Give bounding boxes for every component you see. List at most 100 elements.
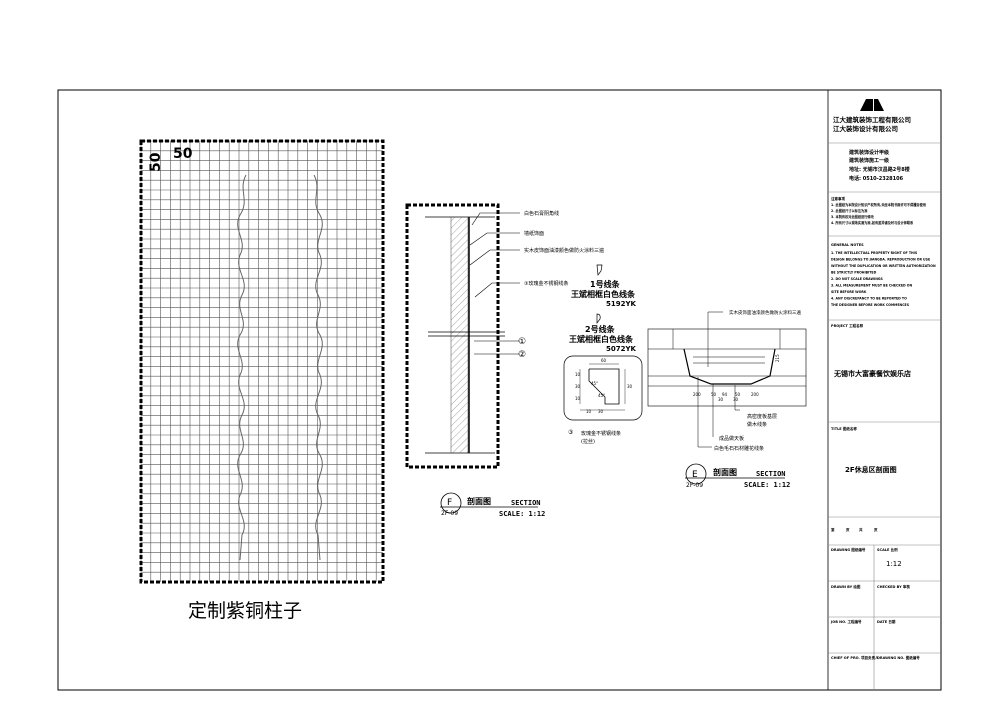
- callout-label: 成品做天板: [719, 435, 744, 442]
- note-line: 3. 本院有权对此图纸进行修改: [831, 214, 875, 219]
- scale-value: 1:12: [886, 560, 902, 568]
- dim-label: 30: [575, 384, 581, 389]
- note-line: 4. 所有尺寸以现场实测为准,如有差异请及时与设计师联系: [831, 220, 914, 225]
- column-profile-right: [313, 174, 323, 561]
- tag-letter: E: [692, 470, 698, 480]
- tag-section: SECTION: [756, 470, 786, 478]
- tag-scale: SCALE: 1:12: [744, 481, 790, 489]
- note-line: THE DESIGNER BEFORE WORK COMMENCES: [831, 303, 910, 307]
- note-line: 1. THE INTELLECTUAL PROPERTY RIGHT OF TH…: [831, 251, 918, 255]
- company-name-1: 江大建筑装饰工程有限公司: [833, 115, 911, 124]
- tag-section: SECTION: [511, 499, 541, 507]
- tag-title: 剖面图: [467, 496, 491, 506]
- column-elevation: 50 50 定制紫铜柱子: [139, 139, 385, 622]
- project-name: 无锡市大富豪餐饮娱乐店: [833, 369, 911, 378]
- note-line: BE STRICTLY PROHIBITED: [831, 271, 877, 275]
- tag-letter: F: [447, 498, 452, 508]
- detail-label: 玫瑰金不锈钢线条: [581, 430, 621, 437]
- page-label: 页: [874, 527, 878, 532]
- molding-2-title: 2号线条: [585, 324, 616, 334]
- dim-label: 30: [598, 409, 604, 414]
- dim-label: 215: [775, 354, 780, 362]
- note-line: WITHOUT THE DUPLICATION OR WRITTEN AUTHO…: [831, 264, 936, 268]
- callout-label: 做木线条: [747, 421, 767, 428]
- grid-dim-vertical: 50: [148, 152, 164, 172]
- dim-label: 30: [718, 397, 724, 402]
- company-name-2: 江大装饰设计有限公司: [833, 124, 898, 133]
- marker-1: ①: [518, 337, 526, 347]
- date-label: DATE 日期: [877, 619, 896, 624]
- callout-label: 白色毛石石材雕花线条: [714, 445, 764, 452]
- callout-label: 墙纸饰面: [524, 230, 544, 237]
- dim-label: 45°: [591, 381, 598, 386]
- note-line: 1. 此图纸为本院设计知识产权所有,未经本院书面许可不得擅自使用: [831, 202, 926, 207]
- qualification-1: 建筑装饰设计甲级: [848, 149, 889, 156]
- chief-label: CHIEF OF PRO. 项目负责人: [831, 655, 879, 660]
- note-line: DESIGN BELONGS TO JIANGDA. REPRODUCTION …: [831, 258, 930, 262]
- notes-cn-title: 注意事项: [831, 196, 845, 201]
- dim-label: 30: [627, 384, 633, 389]
- molding-2-desc: 王斌相框白色线条: [569, 334, 634, 344]
- note-line: SITE BEFORE WORK: [831, 290, 867, 294]
- title-label: TITLE 图纸名称: [831, 426, 857, 431]
- column-caption: 定制紫铜柱子: [188, 600, 302, 622]
- qualification-2: 建筑装饰施工一级: [848, 157, 889, 164]
- molding-2-profile-icon: [596, 313, 601, 325]
- dim-label: 94: [722, 392, 728, 397]
- note-line: 3. ALL MEASUREMENT MUST BE CHECKED ON: [831, 284, 913, 288]
- note-line: 2. DO NOT SCALE DRAWINGS: [831, 277, 883, 281]
- callout-label: 实木皮饰面油漆颜色做防火涂料三遍: [729, 309, 801, 316]
- scale-label: SCALE 比例: [877, 547, 898, 552]
- address: 地址: 无锡市汉昌路2号8楼: [849, 166, 910, 173]
- dim-label: 30: [733, 397, 739, 402]
- tag-title: 剖面图: [713, 467, 737, 477]
- company-logo-icon: [860, 99, 884, 111]
- grid-dim-horizontal: 50: [173, 146, 193, 162]
- section-f: 白色石膏阴角线 墙纸饰面 实木皮饰面油漆颜色做防火涂料三遍 ③玫瑰金不锈钢线条 …: [405, 203, 643, 518]
- detail-number: ③: [568, 429, 573, 436]
- page-label: 第: [831, 527, 835, 532]
- tag-scale: SCALE: 1:12: [499, 510, 545, 518]
- grid-border: [139, 139, 385, 584]
- molding-1-title: 1号线条: [590, 279, 621, 289]
- tag-sheet: 2F-09: [686, 482, 703, 489]
- title-block: 江大建筑装饰工程有限公司 江大装饰设计有限公司 建筑装饰设计甲级 建筑装饰施工一…: [827, 89, 942, 691]
- section-e: 实木皮饰面油漆颜色做防火涂料三遍 高密度板基层 做木线条 成品做天板 白色毛石石…: [647, 309, 807, 489]
- callout-label: 实木皮饰面油漆颜色做防火涂料三遍: [524, 247, 604, 254]
- molding-1-profile-icon: [596, 264, 603, 276]
- dim-label: 10: [575, 372, 581, 377]
- notes-en-title: GENERAL NOTES: [831, 243, 864, 247]
- detail-3: 60 10 30 10 10 30 30 45° 45° ③ 玫瑰金不锈钢线条 …: [563, 355, 643, 445]
- note-line: 4. ANY DISCREPANCY TO BE REPORTED TO: [831, 297, 907, 301]
- project-label: PROJECT 工程名称: [831, 323, 864, 328]
- callout-label: 高密度板基层: [747, 413, 777, 420]
- section-tag-f: F 2F-09 剖面图 SECTION SCALE: 1:12: [440, 492, 545, 518]
- molding-1-code: 5192YK: [606, 300, 637, 308]
- callout-label: 白色石膏阴角线: [524, 210, 559, 217]
- checked-by-label: CHECKED BY 审核: [877, 584, 910, 589]
- dim-label: 200: [693, 392, 701, 397]
- drawing-no-label: DRAWING 图纸编号: [831, 547, 866, 552]
- molding-2-code: 5072YK: [606, 345, 637, 353]
- dim-label: 50: [711, 392, 717, 397]
- tag-sheet: 2F-09: [441, 510, 458, 517]
- dim-label: 50: [735, 392, 741, 397]
- page-label: 共: [859, 527, 863, 532]
- section-tag-e: E 2F-09 剖面图 SECTION SCALE: 1:12: [685, 463, 790, 489]
- dim-label: 10: [586, 409, 592, 414]
- phone: 电话: 0510-2328106: [849, 175, 904, 182]
- drawing-no-label-2: DRAWING NO. 图纸编号: [877, 655, 920, 660]
- drawn-by-label: DRAWN BY 绘图: [831, 584, 861, 589]
- dim-label: 200: [751, 392, 759, 397]
- callout-label: ③玫瑰金不锈钢线条: [524, 280, 568, 287]
- page-label: 页: [846, 527, 850, 532]
- job-no-label: JOB NO. 工程编号: [830, 619, 862, 624]
- marker-2: ②: [518, 350, 526, 360]
- detail-label-2: (拉丝): [581, 438, 595, 445]
- drawing-title: 2F休息区剖面图: [845, 465, 897, 474]
- molding-1-desc: 王斌相框白色线条: [571, 289, 636, 299]
- dim-label: 45°: [598, 393, 605, 398]
- note-line: 2. 此图纸尺寸以标注为准: [831, 208, 868, 213]
- dim-label: 60: [601, 358, 607, 363]
